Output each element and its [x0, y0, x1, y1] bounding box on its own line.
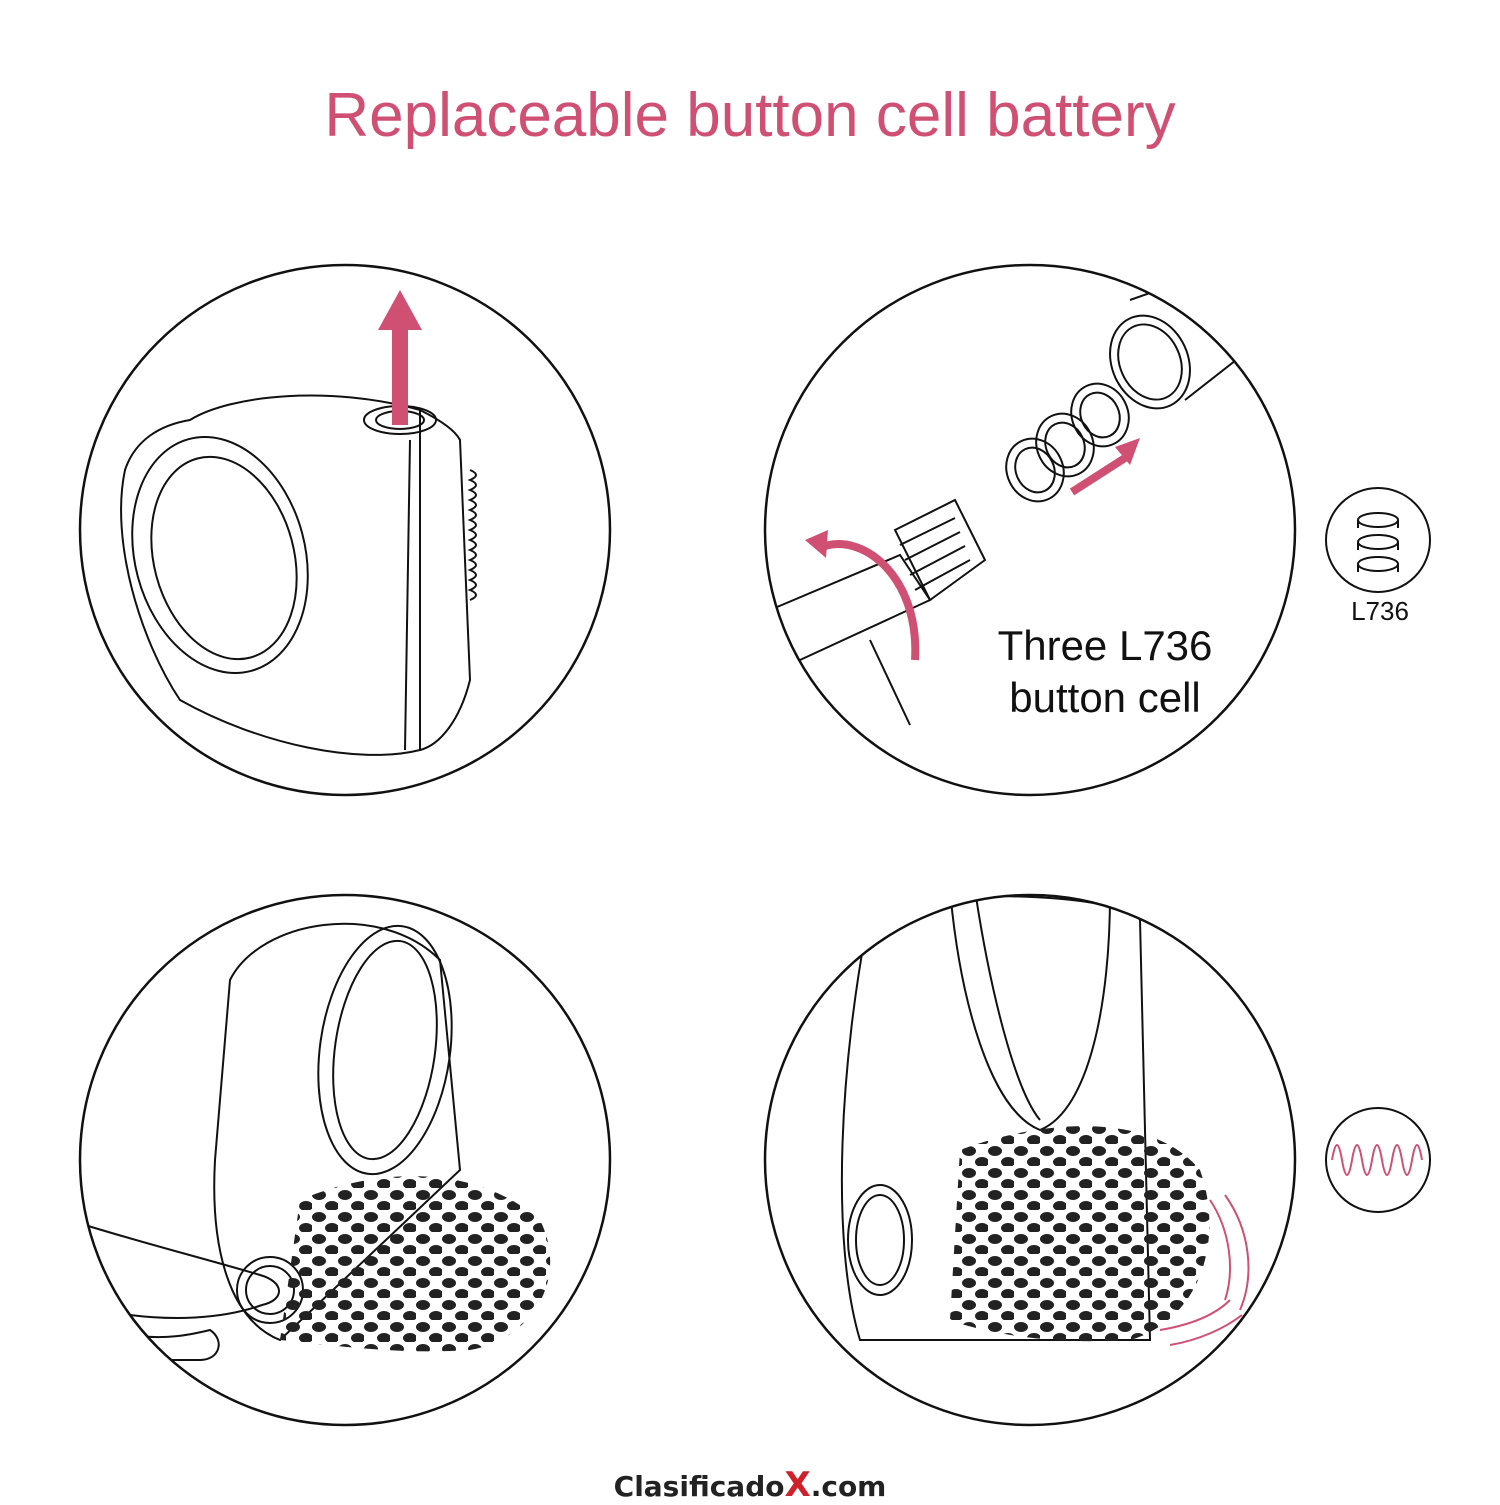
battery-caption: Three L736 button cell: [960, 620, 1250, 724]
page-title: Replaceable button cell battery: [324, 81, 1176, 150]
battery-caption-line2: button cell: [1009, 674, 1201, 721]
vibration-wave-icon: [1325, 1107, 1431, 1213]
up-arrow-icon: [378, 290, 422, 425]
watermark-x: X: [784, 1465, 811, 1505]
watermark: ClasificadoX.com: [0, 1465, 1500, 1505]
panel-1-remove-cap: [78, 263, 612, 797]
watermark-suffix: .com: [810, 1470, 887, 1503]
battery-caption-line1: Three L736: [997, 622, 1213, 669]
panel-3-press-button: [78, 893, 612, 1427]
insert-arrow-icon: [1069, 438, 1140, 496]
panel-4-vibration: [763, 893, 1297, 1427]
panel-2-insert-batteries: [763, 263, 1297, 797]
rotate-arrow-icon: [805, 530, 920, 661]
battery-cell-label: L736: [1351, 596, 1409, 626]
battery-cell-icon: [1325, 487, 1431, 593]
watermark-prefix: Clasificado: [613, 1470, 785, 1503]
